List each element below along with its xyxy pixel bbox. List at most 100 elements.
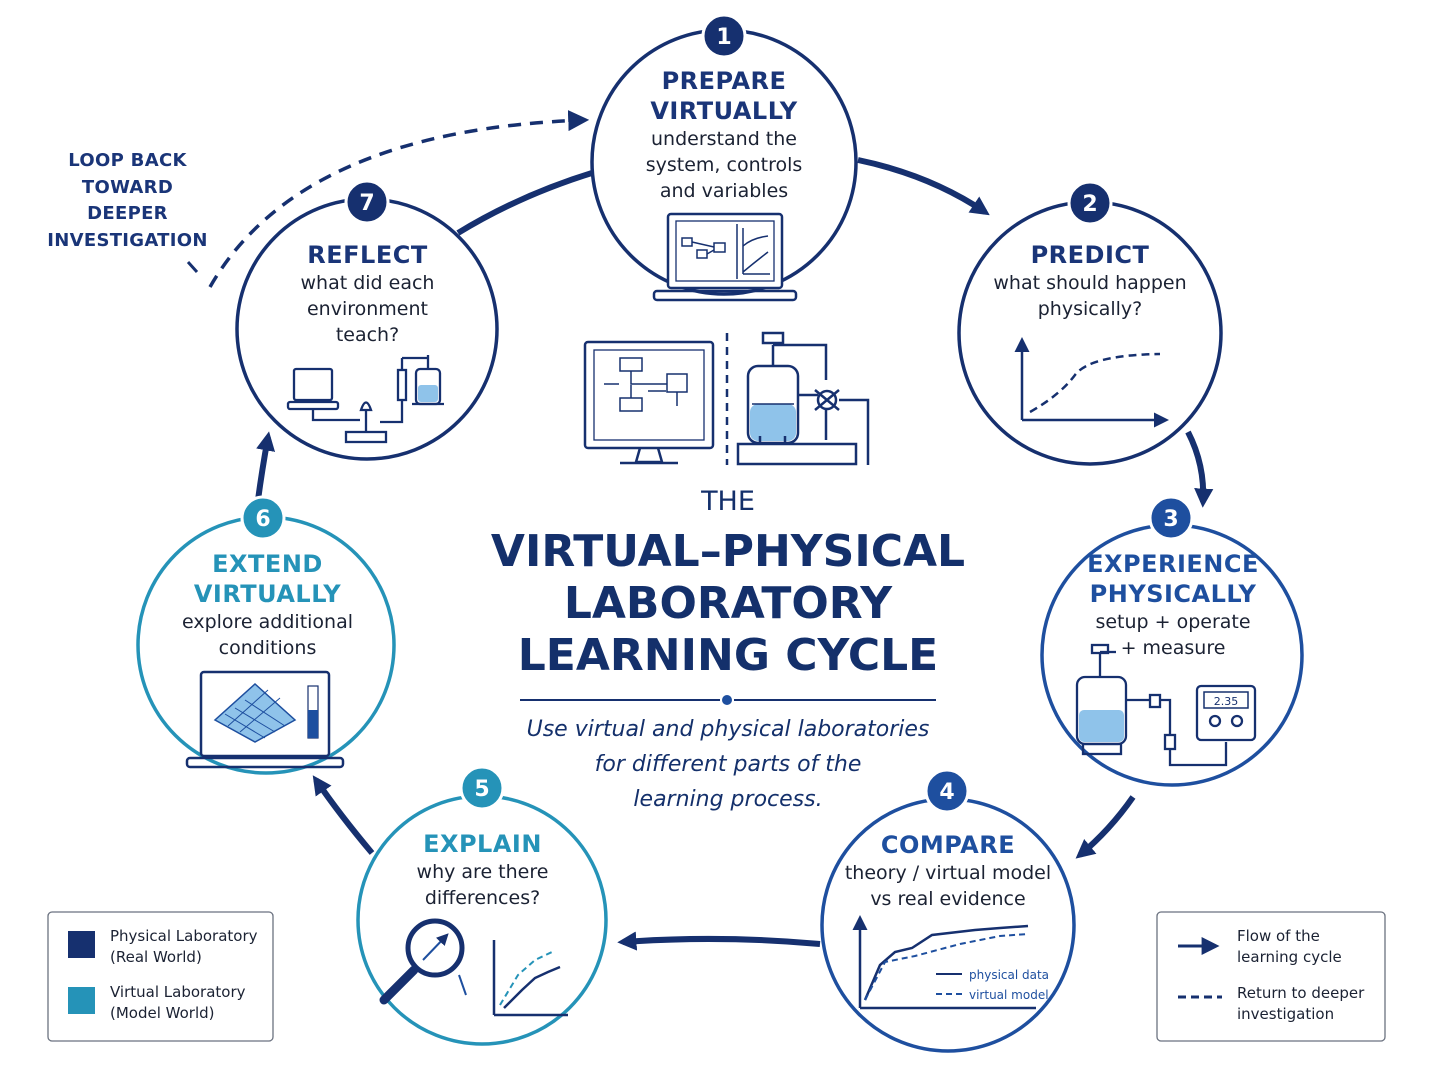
legend-flow-label: Flow of the learning cycle (1237, 926, 1342, 968)
laptop-bunsen-icon (286, 355, 444, 444)
stage-4-heading: COMPARE (880, 831, 1016, 859)
stage-6-text: EXTEND VIRTUALLY explore additional cond… (150, 549, 385, 661)
legend-physical-label: Physical Laboratory (Real World) (110, 926, 258, 968)
subtitle-line-2: for different parts of the (594, 752, 862, 777)
stage-2-desc-2: physically? (1037, 298, 1143, 320)
loop-back-line-1: LOOP BACK (68, 150, 187, 171)
stage-1-badge: 1 (701, 13, 747, 59)
stage-1-text: PREPARE VIRTUALLY understand the system,… (604, 66, 844, 204)
subtitle: Use virtual and physical laboratories fo… (488, 712, 968, 817)
loop-back-dashed-arrow (208, 110, 590, 288)
main-title: VIRTUAL–PHYSICAL LABORATORY LEARNING CYC… (450, 526, 1006, 682)
legend-virtual-swatch (68, 987, 95, 1014)
stage-7-desc-2: environment (306, 298, 428, 320)
stage-1-desc-1: understand the (651, 128, 797, 150)
stage-6-heading-2: VIRTUALLY (193, 580, 342, 608)
stage-4-desc-1: theory / virtual model (844, 862, 1052, 884)
graph-legend-virtual: virtual model (969, 988, 1049, 1002)
legend-return-label: Return to deeper investigation (1237, 983, 1364, 1025)
loop-back-line-4: INVESTIGATION (47, 229, 208, 251)
title-prefix: THE (701, 486, 755, 517)
stage-1-desc-3: and variables (659, 180, 789, 202)
stage-3-text: EXPERIENCE PHYSICALLY setup + operate + … (1058, 549, 1288, 661)
legend-return-line-1: Return to deeper (1237, 984, 1365, 1002)
legend-physical-line-1: Physical Laboratory (110, 927, 258, 945)
arrow-5-to-6 (312, 775, 375, 855)
legend-virtual-line-2: (Model World) (110, 1004, 215, 1022)
legend-virtual-line-1: Virtual Laboratory (110, 983, 246, 1001)
laptop-flowchart-icon (652, 212, 798, 302)
meter-reading: 2.35 (1214, 695, 1239, 708)
stage-2-desc-1: what should happen (993, 272, 1187, 294)
loop-back-line-2: TOWARD (81, 176, 174, 198)
stage-7-heading: REFLECT (307, 241, 428, 269)
arrow-4-to-5 (617, 931, 821, 951)
arrow-7-to-1 (456, 169, 596, 236)
stage-5-badge: 5 (459, 765, 505, 811)
stage-5-desc-1: why are there (416, 861, 549, 883)
subtitle-line-3: learning process. (633, 787, 823, 812)
stage-5-text: EXPLAIN why are there differences? (370, 829, 595, 911)
main-title-line-3: LEARNING CYCLE (517, 630, 939, 681)
title-rule-dot (722, 695, 732, 705)
arrow-6-to-7 (255, 431, 276, 501)
stage-3-desc-1: setup + operate (1095, 611, 1251, 633)
subtitle-line-1: Use virtual and physical laboratories (526, 717, 930, 742)
stage-6-number: 6 (255, 507, 270, 532)
stage-2-heading: PREDICT (1030, 241, 1150, 269)
legend-physical-line-2: (Real World) (110, 948, 202, 966)
stage-2-number: 2 (1082, 192, 1097, 217)
stage-3-badge: 3 (1148, 495, 1194, 541)
stage-3-desc-2: + measure (1120, 637, 1226, 659)
laptop-surface-plot-icon (185, 670, 345, 769)
stage-4-number: 4 (939, 780, 954, 805)
legend-flow-line-1: Flow of the (1237, 927, 1320, 945)
arrow-1-to-2 (857, 157, 990, 216)
comparison-graph-icon: physical data virtual model (852, 915, 1049, 1010)
stage-number-badges: 1 2 3 4 5 6 7 (240, 13, 1194, 814)
stage-6-desc-2: conditions (218, 637, 317, 659)
loop-back-line-3: DEEPER (87, 203, 168, 224)
lab-apparatus-meter-icon: 2.35 (1075, 643, 1257, 767)
magnifier-graph-icon (379, 918, 568, 1017)
stage-7-number: 7 (359, 191, 374, 216)
stage-1-heading-2: VIRTUALLY (650, 97, 798, 125)
arrow-2-to-3 (1185, 430, 1214, 508)
stage-6-badge: 6 (240, 495, 286, 541)
stage-7-desc-1: what did each (300, 272, 435, 294)
stage-4-text: COMPARE theory / virtual model vs real e… (833, 830, 1063, 912)
stage-1-heading-1: PREPARE (661, 67, 787, 95)
legend-return-line-2: investigation (1237, 1005, 1335, 1023)
stage-6-heading-1: EXTEND (212, 550, 323, 578)
stage-7-text: REFLECT what did each environment teach? (250, 240, 485, 348)
arrow-3-to-4 (1075, 795, 1136, 859)
graph-legend-physical: physical data (969, 968, 1049, 982)
legend-physical-swatch (68, 931, 95, 958)
stage-5-desc-2: differences? (424, 887, 541, 909)
stage-7-badge: 7 (344, 179, 390, 225)
stage-3-heading-2: PHYSICALLY (1089, 580, 1257, 608)
prediction-graph-icon (1014, 337, 1169, 428)
stage-1-number: 1 (716, 25, 731, 50)
stage-5-heading: EXPLAIN (423, 830, 542, 858)
stage-4-badge: 4 (924, 768, 970, 814)
stage-1-desc-2: system, controls (645, 154, 803, 176)
stage-5-number: 5 (474, 777, 489, 802)
legend-virtual-label: Virtual Laboratory (Model World) (110, 982, 246, 1024)
main-title-line-1: VIRTUAL–PHYSICAL (490, 526, 966, 577)
stage-7-desc-3: teach? (335, 324, 400, 346)
stage-2-text: PREDICT what should happen physically? (975, 240, 1205, 322)
stage-3-number: 3 (1163, 507, 1178, 532)
stage-2-badge: 2 (1067, 180, 1113, 226)
stage-6-desc-1: explore additional (181, 611, 354, 633)
loop-back-note: LOOP BACK TOWARD DEEPER INVESTIGATION (40, 148, 215, 254)
flow-arrows (255, 157, 1214, 951)
loop-back-dashed-tail (186, 260, 199, 274)
main-title-line-2: LABORATORY (563, 578, 893, 629)
center-virtual-monitor-icon (583, 340, 715, 465)
center-physical-apparatus-icon (736, 331, 870, 466)
legend-flow-line-2: learning cycle (1237, 948, 1342, 966)
stage-4-desc-2: vs real evidence (870, 888, 1026, 910)
stage-3-heading-1: EXPERIENCE (1087, 550, 1259, 578)
